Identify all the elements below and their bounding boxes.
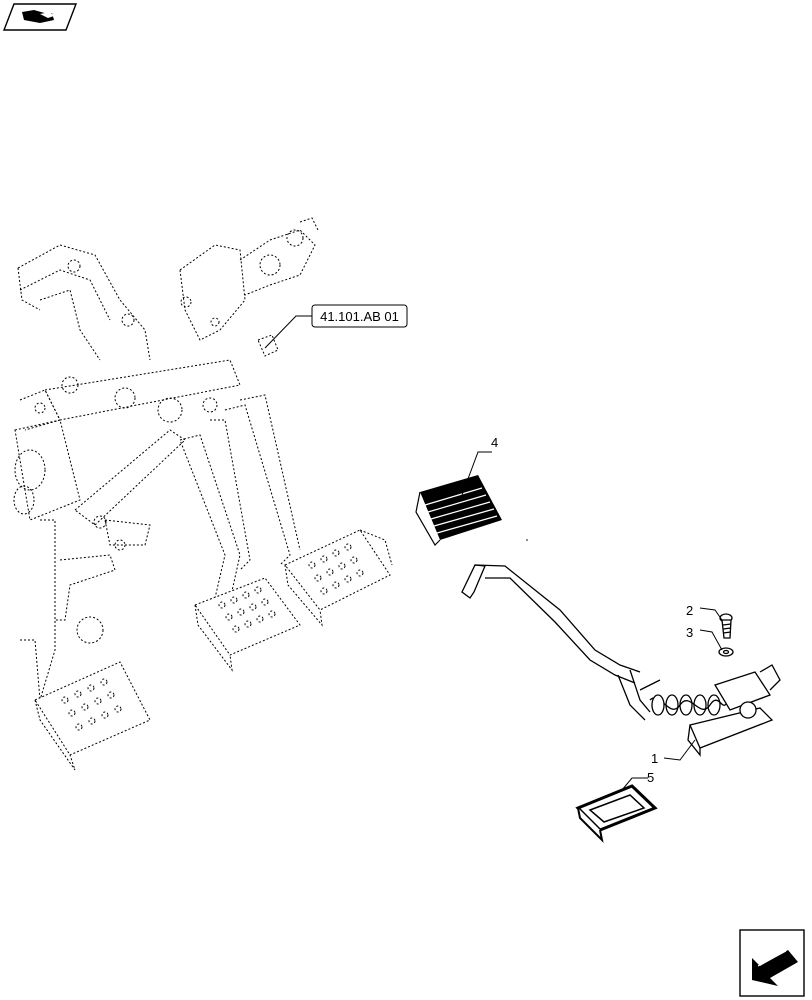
leader-4: [461, 451, 492, 496]
callout-5: 5: [647, 770, 654, 785]
pedal-assembly-ghost: [13, 217, 393, 771]
leader-5: [621, 777, 648, 791]
boot-part: [575, 784, 658, 844]
exploded-view-icon[interactable]: [2, 3, 78, 31]
leader-1: [663, 739, 696, 761]
reference-callout[interactable]: 41.101.AB 01: [264, 304, 408, 349]
speck: [526, 539, 528, 541]
leader-3: [699, 629, 723, 651]
pedal-pad-part: [415, 475, 502, 546]
leader-2: [699, 607, 723, 621]
right-pad-holes: [308, 543, 364, 595]
washer-part: [718, 647, 734, 657]
callout-4: 4: [491, 435, 498, 450]
reference-label: 41.101.AB 01: [320, 309, 399, 324]
spring-coil: [649, 694, 727, 716]
screw-part: [719, 613, 733, 639]
callout-2: 2: [686, 603, 693, 618]
next-page-arrow-icon[interactable]: [739, 929, 805, 997]
callout-3: 3: [686, 625, 693, 640]
callout-1: 1: [651, 751, 658, 766]
center-pad-holes: [218, 586, 276, 633]
left-pad-holes: [61, 678, 122, 731]
throttle-pedal-assembly: [461, 564, 781, 757]
